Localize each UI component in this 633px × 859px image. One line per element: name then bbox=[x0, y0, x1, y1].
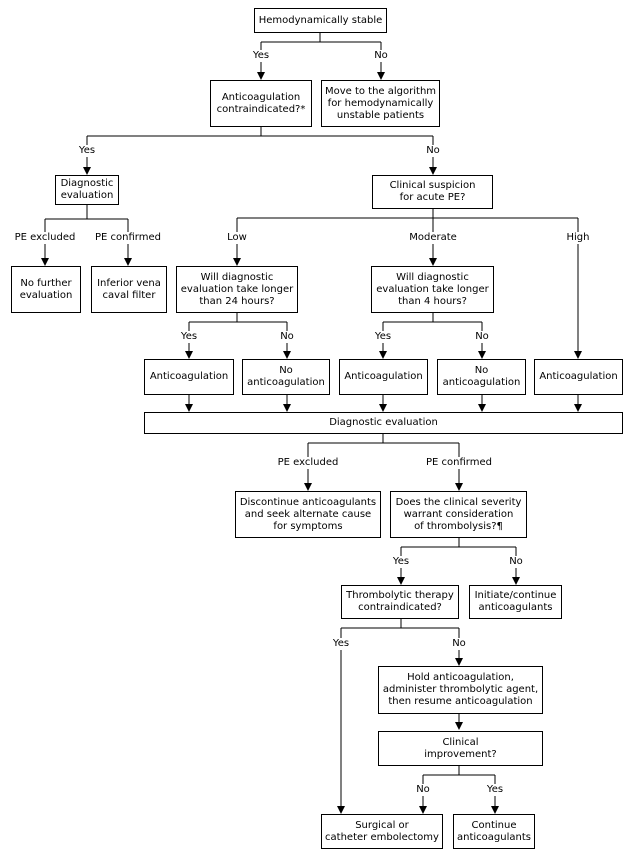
label-yes: Yes bbox=[331, 638, 351, 650]
node-surgical-embolectomy: Surgical or catheter embolectomy bbox=[321, 814, 443, 849]
node-diagnostic-evaluation-main: Diagnostic evaluation bbox=[144, 412, 623, 434]
label-high: High bbox=[565, 232, 591, 244]
label-yes: Yes bbox=[179, 331, 199, 343]
node-diagnostic-evaluation-left: Diagnostic evaluation bbox=[55, 175, 119, 205]
node-anticoagulation-low: Anticoagulation bbox=[144, 359, 234, 395]
label-moderate: Moderate bbox=[408, 232, 458, 244]
label-pe-confirmed: PE confirmed bbox=[425, 457, 493, 469]
label-no: No bbox=[279, 331, 295, 343]
node-clinical-improvement: Clinical improvement? bbox=[378, 731, 543, 766]
node-inferior-vena-caval-filter: Inferior vena caval filter bbox=[91, 266, 167, 313]
label-yes: Yes bbox=[251, 50, 271, 62]
label-pe-excluded: PE excluded bbox=[276, 457, 340, 469]
node-no-further-evaluation: No further evaluation bbox=[11, 266, 81, 313]
node-discontinue-anticoagulants: Discontinue anticoagulants and seek alte… bbox=[235, 491, 381, 538]
label-pe-confirmed: PE confirmed bbox=[94, 232, 162, 244]
label-yes: Yes bbox=[373, 331, 393, 343]
node-no-anticoagulation-low: No anticoagulation bbox=[242, 359, 330, 395]
node-anticoagulation-moderate: Anticoagulation bbox=[339, 359, 428, 395]
node-unstable-algorithm: Move to the algorithm for hemodynamicall… bbox=[321, 80, 440, 127]
node-initiate-continue-anticoagulants: Initiate/continue anticoagulants bbox=[469, 585, 562, 619]
node-low-diagnostic-question: Will diagnostic evaluation take longer t… bbox=[176, 266, 298, 313]
node-anticoagulation-high: Anticoagulation bbox=[534, 359, 623, 395]
node-clinical-suspicion: Clinical suspicion for acute PE? bbox=[372, 175, 493, 209]
label-low: Low bbox=[226, 232, 248, 244]
node-severity-question: Does the clinical severity warrant consi… bbox=[390, 491, 527, 538]
label-yes: Yes bbox=[391, 556, 411, 568]
node-continue-anticoagulants: Continue anticoagulants bbox=[453, 814, 535, 849]
node-no-anticoagulation-moderate: No anticoagulation bbox=[437, 359, 526, 395]
node-anticoagulation-contraindicated: Anticoagulation contraindicated?* bbox=[210, 80, 312, 127]
label-yes: Yes bbox=[77, 145, 97, 157]
node-thrombolytic-contraindicated: Thrombolytic therapy contraindicated? bbox=[341, 585, 459, 619]
label-no: No bbox=[415, 784, 431, 796]
label-no: No bbox=[474, 331, 490, 343]
node-moderate-diagnostic-question: Will diagnostic evaluation take longer t… bbox=[371, 266, 494, 313]
node-hemodynamically-stable: Hemodynamically stable bbox=[254, 8, 387, 33]
label-no: No bbox=[451, 638, 467, 650]
label-no: No bbox=[508, 556, 524, 568]
node-hold-anticoagulation: Hold anticoagulation, administer thrombo… bbox=[378, 666, 543, 714]
label-yes: Yes bbox=[485, 784, 505, 796]
label-pe-excluded: PE excluded bbox=[13, 232, 77, 244]
label-no: No bbox=[425, 145, 441, 157]
label-no: No bbox=[373, 50, 389, 62]
